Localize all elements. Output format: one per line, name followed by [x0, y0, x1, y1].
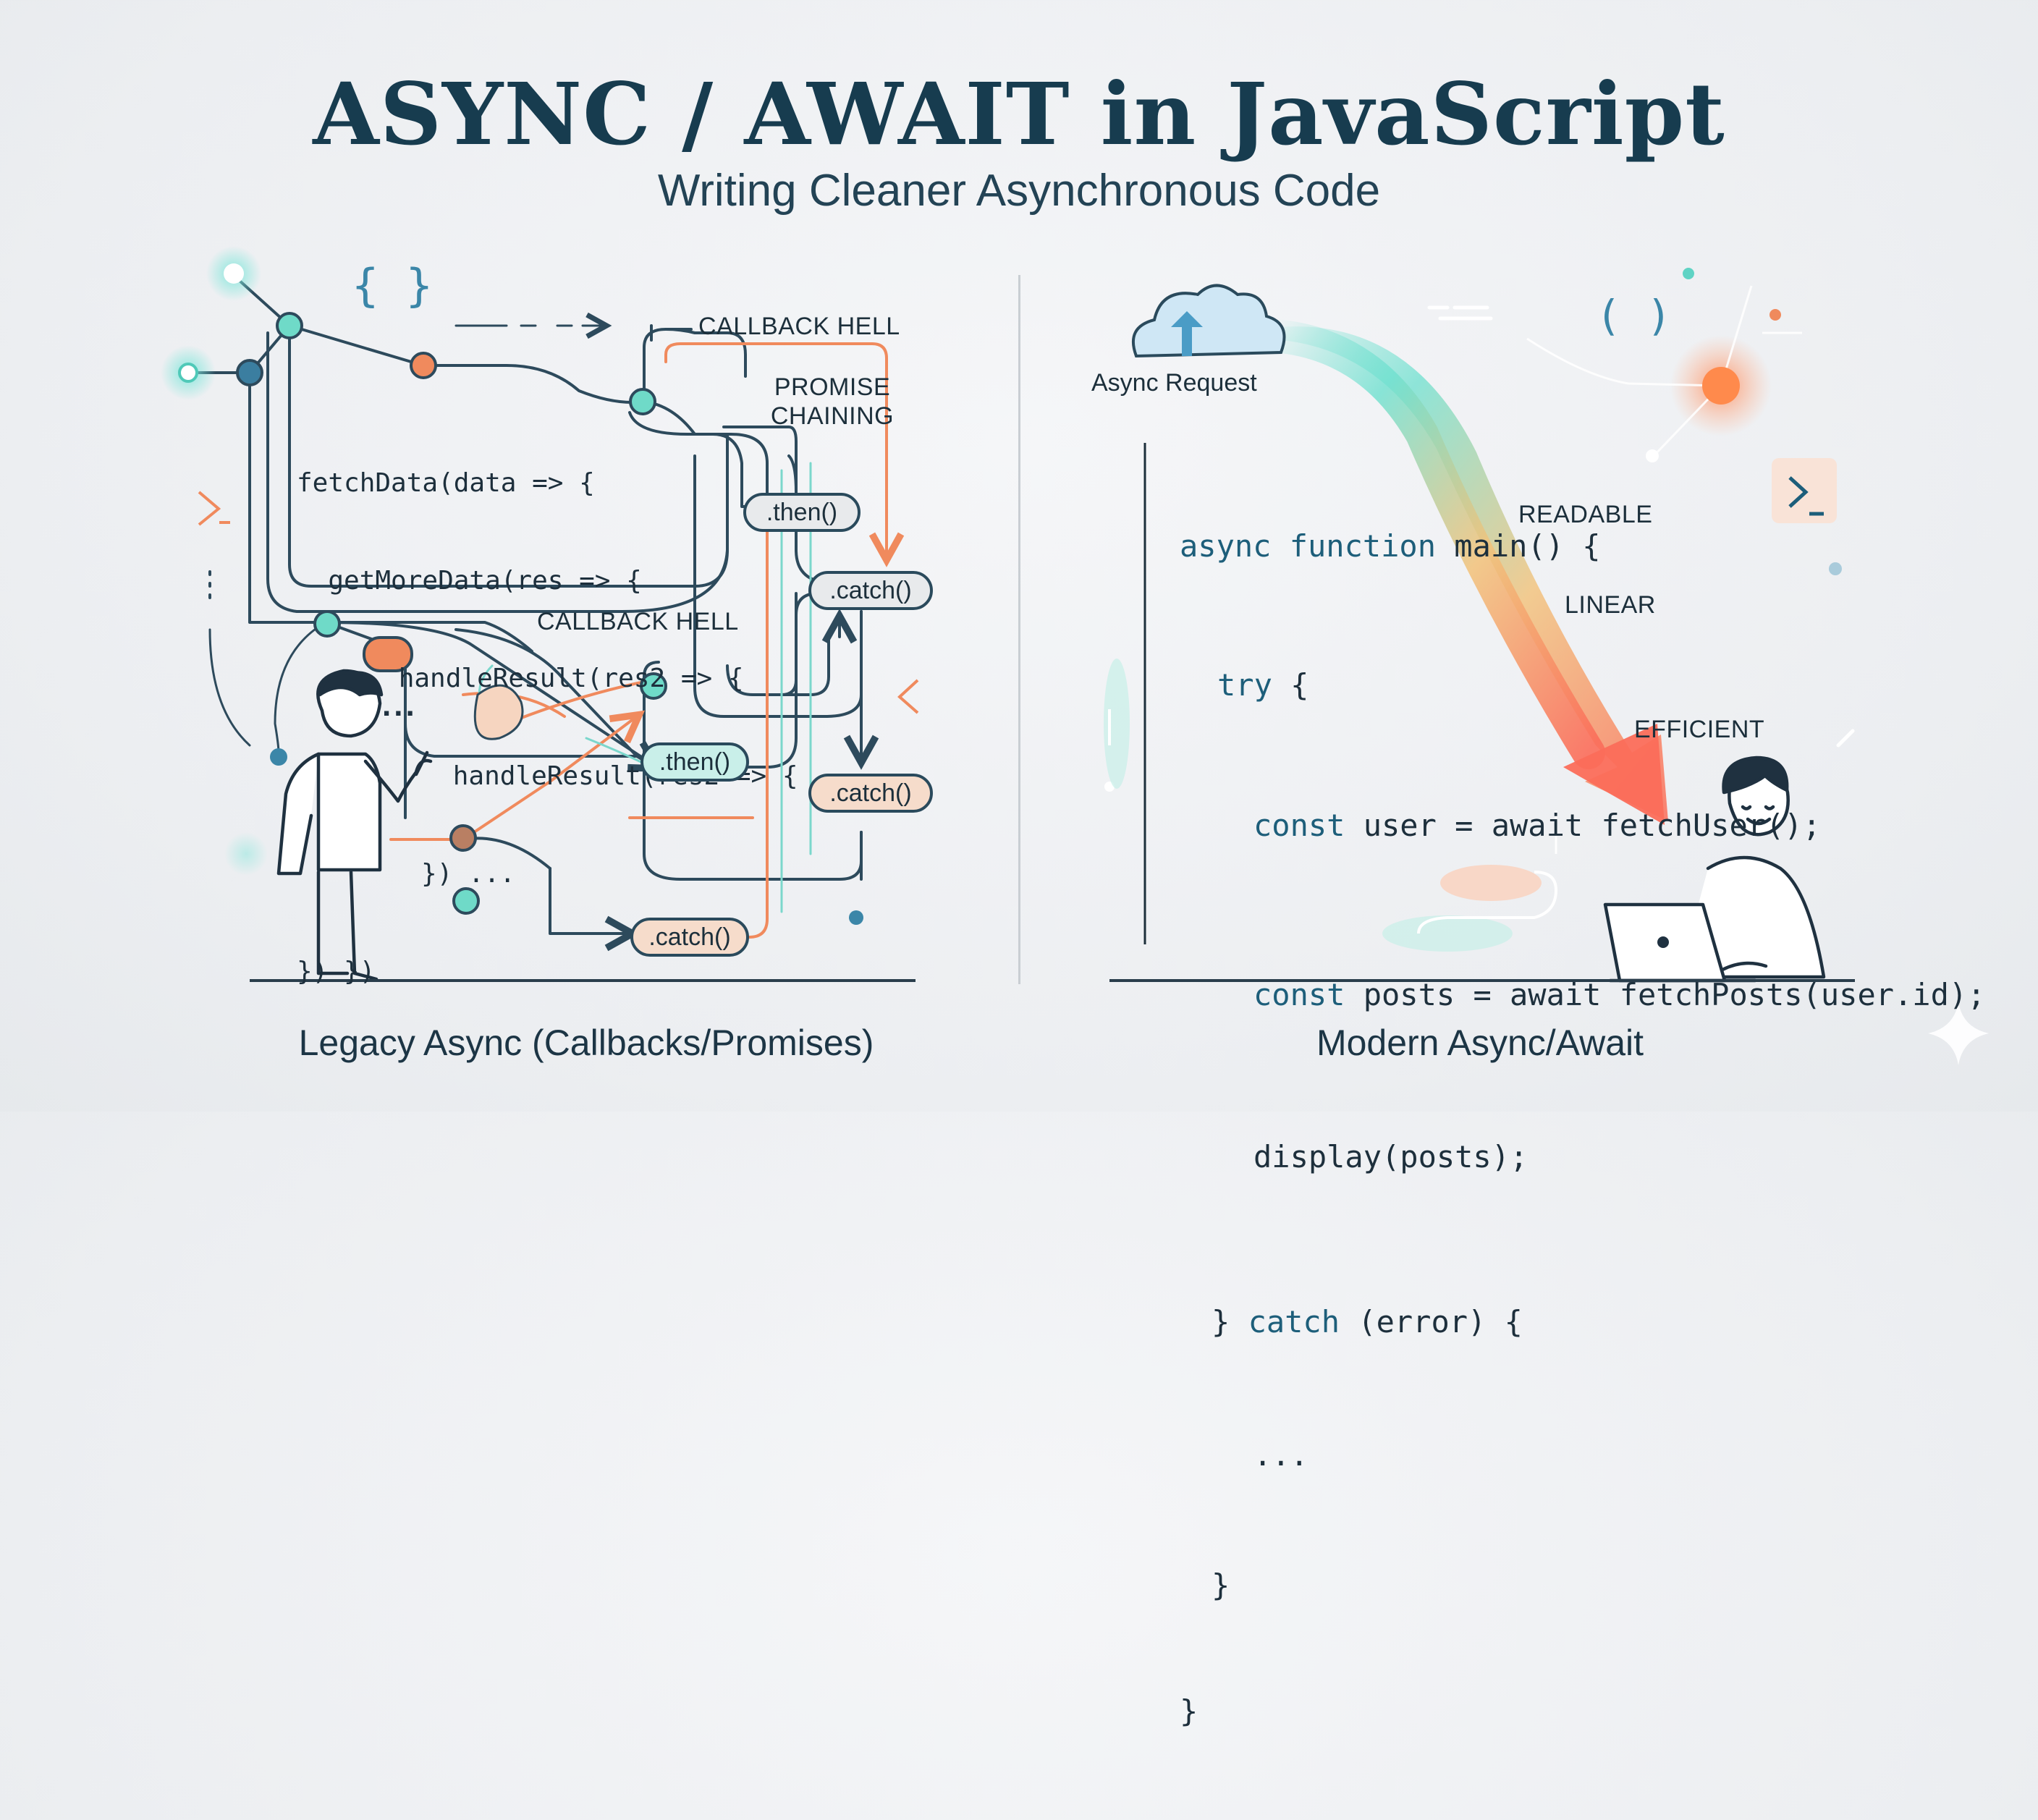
code-text: user = await fetchUser(); [1345, 808, 1821, 843]
linear-tag: LINEAR [1565, 591, 1656, 619]
modern-code-line: } catch (error) { [1180, 1300, 1985, 1344]
modern-code-line: ... [1253, 1437, 1308, 1473]
section-divider [1018, 275, 1020, 984]
modern-code-line: async function main() { [1180, 525, 1985, 568]
modern-code-line: const user = await fetchUser(); [1180, 804, 1985, 847]
code-keyword: const [1253, 808, 1345, 843]
then-pill: .then() [640, 742, 749, 782]
diagram-lines [161, 246, 1855, 983]
code-text: } [1212, 1304, 1248, 1339]
code-text: main() { [1436, 528, 1601, 564]
catch-pill: .catch() [808, 774, 933, 813]
modern-code-line: } [1180, 1693, 1198, 1729]
modern-code-line: try { [1180, 664, 1985, 707]
code-text: (error) { [1340, 1304, 1523, 1339]
promise-chaining-label: PROMISE CHAINING [770, 373, 895, 430]
page-title: ASYNC / AWAIT in JavaScript [313, 64, 1725, 164]
callback-hell-label: CALLBACK HELL [698, 313, 900, 340]
paren-icon: ( ) [1596, 291, 1672, 340]
modern-code-line: const posts = await fetchPosts(user.id); [1180, 973, 1985, 1017]
legacy-footer: Legacy Async (Callbacks/Promises) [298, 1023, 874, 1063]
code-text: { [1272, 667, 1309, 703]
braces-icon: { } [352, 259, 433, 312]
legacy-code-block: fetchData(data => { getMoreData(res => {… [297, 402, 798, 1053]
code-keyword: catch [1248, 1304, 1340, 1339]
developer-left-figure [276, 669, 433, 981]
code-keyword: try [1217, 667, 1272, 703]
legacy-code-line: handleResult(res2 => { [336, 664, 744, 693]
infographic: ASYNC / AWAIT in JavaScript Writing Clea… [161, 64, 1986, 1729]
legacy-code-line: fetchData(data => { [297, 468, 595, 498]
legacy-code-line: }) ... [327, 859, 516, 889]
cloud-upload-icon [1132, 284, 1286, 358]
readable-tag: READABLE [1518, 501, 1653, 528]
async-request-label: Async Request [1091, 369, 1257, 397]
code-keyword: const [1253, 977, 1345, 1012]
modern-code-block: async function main() { try { const user… [1180, 438, 1985, 1820]
modern-code-line: } [1212, 1567, 1230, 1603]
page-subtitle: Writing Cleaner Asynchronous Code [657, 166, 1381, 216]
developer-right-figure [1603, 755, 1826, 983]
legacy-code-line: }) }) [297, 957, 376, 986]
then-pill: .then() [743, 493, 861, 532]
efficient-tag: EFFICIENT [1634, 716, 1765, 743]
modern-code-line: display(posts); [1253, 1139, 1528, 1174]
modern-footer: Modern Async/Await [1316, 1023, 1644, 1063]
catch-pill: .catch() [630, 918, 749, 957]
catch-pill: .catch() [808, 571, 933, 610]
legacy-code-line: getMoreData(res => { [297, 566, 642, 596]
code-text: posts = await fetchPosts(user.id); [1345, 977, 1986, 1012]
callback-hell-label-mid: CALLBACK HELL [537, 608, 739, 635]
code-keyword: async function [1180, 528, 1437, 564]
ellipsis-text: ... [382, 687, 418, 723]
